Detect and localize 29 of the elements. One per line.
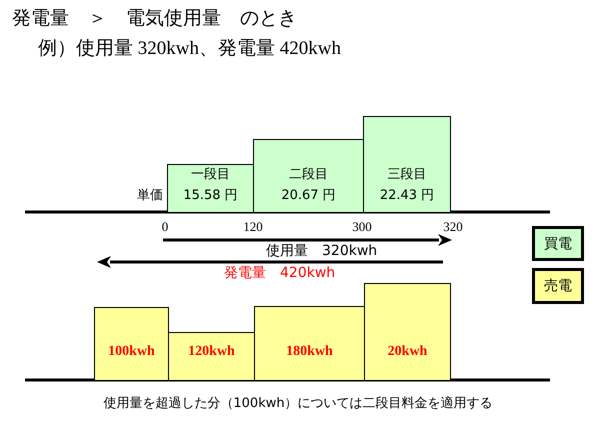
example-note: 例）使用量 320kwh、発電量 420kwh	[38, 38, 341, 60]
energy-amount: 180kwh	[286, 344, 333, 359]
unit-price-label: 単価	[137, 189, 163, 204]
tier-price-box	[363, 116, 451, 213]
tick-label: 120	[243, 220, 263, 235]
tick-label: 320	[443, 220, 463, 235]
tick-label: 300	[352, 220, 372, 235]
legend-label: 買電	[544, 235, 572, 252]
sold-energy-block	[94, 307, 169, 381]
sold-energy-block	[364, 283, 451, 381]
energy-amount: 120kwh	[188, 344, 235, 359]
caption: 使用量を超過した分（100kwh）については二段目料金を適用する	[103, 397, 493, 412]
arrow-label: 使用量 320kwh	[266, 243, 378, 260]
tier-name: 一段目	[191, 167, 230, 182]
tier-name: 二段目	[289, 167, 328, 182]
tier-price-box	[253, 139, 364, 213]
title: 発電量 ＞ 電気使用量 のとき	[12, 8, 297, 30]
tier-name: 三段目	[388, 167, 426, 182]
unit-price: 20.67 円	[281, 188, 336, 203]
energy-amount: 100kwh	[108, 344, 155, 359]
sold-energy-block	[254, 306, 365, 381]
tick-label: 0	[162, 220, 168, 235]
unit-price: 22.43 円	[380, 188, 434, 203]
unit-price: 15.58 円	[183, 188, 238, 203]
energy-amount: 20kwh	[388, 344, 428, 359]
tier-price-box	[167, 164, 254, 213]
arrow-label: 発電量 420kwh	[224, 265, 336, 282]
legend-label: 売電	[544, 278, 572, 294]
sold-energy-block	[168, 332, 255, 381]
